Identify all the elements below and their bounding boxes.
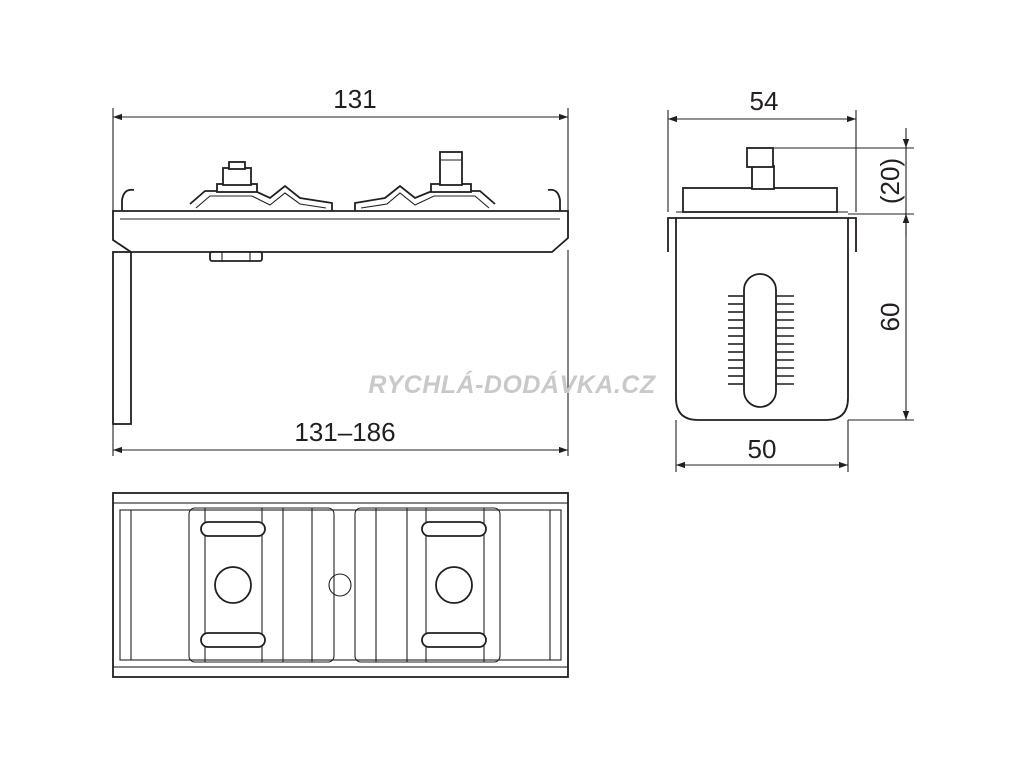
dimension-label-height: 60 [875, 303, 905, 332]
watermark-text: RYCHLÁ-DODÁVKA.CZ [368, 370, 656, 399]
dimension-label-pin-height: (20) [875, 158, 905, 204]
left-hook [121, 188, 135, 211]
dimension-label-depth: 54 [750, 86, 779, 116]
dimension-label-width: 50 [748, 434, 777, 464]
top-view-left-clip [188, 507, 335, 663]
top-view-left-hole [214, 566, 252, 604]
top-view-right-clip [354, 507, 501, 663]
end-view-pin-body [751, 165, 775, 190]
end-view: 54 (20) 60 50 [667, 86, 914, 472]
top-view [112, 492, 569, 678]
end-view-left-hook [667, 217, 676, 252]
bracket-leg [112, 251, 132, 425]
dimension-label-adjustable-length: 131–186 [294, 417, 395, 447]
end-view-serrations [728, 295, 794, 385]
right-pin-body [439, 151, 463, 186]
end-view-slot [743, 273, 777, 408]
right-hook [547, 188, 561, 211]
end-view-pin-head [746, 147, 774, 168]
left-pin-head [228, 161, 246, 170]
left-pin-body [222, 167, 252, 186]
side-view: 131 131–186 [112, 84, 569, 456]
bottom-nut [209, 251, 263, 262]
dimension-label-overall-length: 131 [333, 84, 376, 114]
end-view-top-block [682, 187, 838, 213]
left-clip-spring [189, 184, 333, 211]
right-clip-spring [354, 184, 496, 211]
top-view-center-hole [328, 573, 352, 597]
end-view-right-hook [848, 217, 857, 252]
top-view-right-hole [435, 566, 473, 604]
bracket-plate [112, 210, 569, 253]
